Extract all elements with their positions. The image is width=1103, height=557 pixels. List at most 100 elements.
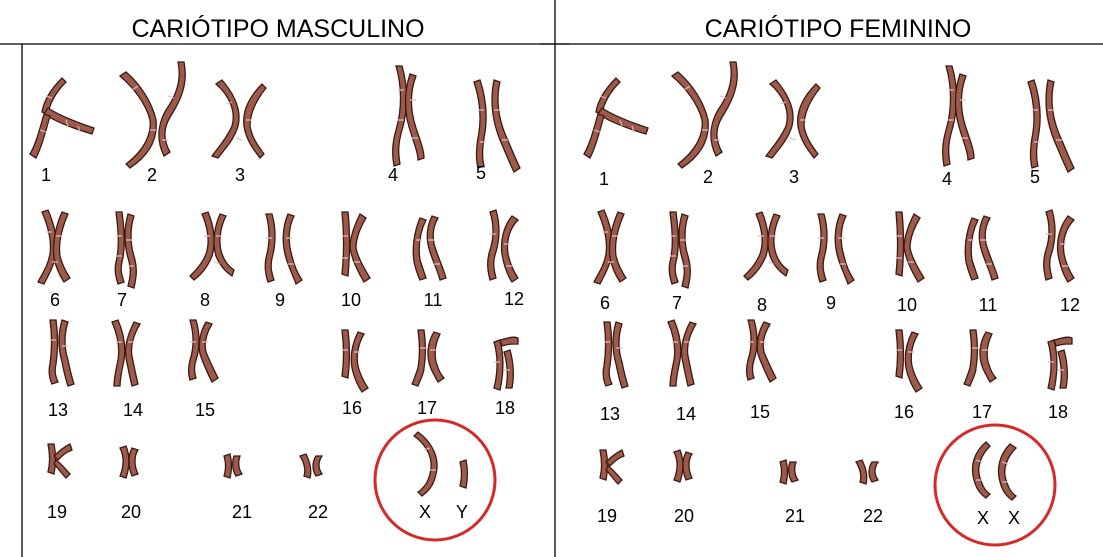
chromosome-9 (265, 214, 302, 284)
chromosome-10 (896, 212, 924, 282)
chromosome-label: 3 (789, 167, 799, 187)
chromosome-label-x: X (977, 508, 989, 528)
chromosome-7 (669, 212, 690, 288)
chromosome-label: 6 (50, 290, 60, 310)
chromosome-1 (30, 78, 94, 158)
chromosome-label: 1 (599, 169, 609, 189)
chromosome-label: 21 (785, 506, 805, 526)
chromosome-label: 5 (1030, 167, 1040, 187)
chromosome-label: 4 (942, 169, 952, 189)
chromosome-label: 8 (757, 295, 767, 315)
chromosome-17 (964, 330, 996, 386)
chromosome-19 (48, 444, 72, 478)
chromosome-label: 14 (123, 400, 143, 420)
chromosome-4 (393, 66, 424, 166)
chromosome-9 (817, 214, 854, 284)
chromosome-8 (744, 212, 788, 280)
chromosome-21 (780, 460, 798, 484)
chromosome-label: 19 (47, 502, 67, 522)
chromosome-label: 10 (897, 295, 917, 315)
chromosome-12 (488, 210, 518, 282)
chromosome-16 (896, 330, 922, 392)
chromosome-label: 22 (863, 506, 883, 526)
chromosome-label: 18 (1048, 402, 1068, 422)
chromosome-label: 1 (41, 165, 51, 185)
chromosome-label: 2 (703, 167, 713, 187)
chromosome-label-x: X (1008, 508, 1020, 528)
chromosome-y-male (460, 460, 468, 488)
chromosome-label: 20 (674, 506, 694, 526)
chromosome-label: 16 (894, 402, 914, 422)
chromosome-label: 15 (195, 400, 215, 420)
chromosome-label: 11 (979, 295, 998, 315)
chromosome-label: 13 (600, 404, 620, 424)
chromosome-12 (1044, 210, 1074, 282)
chromosome-label: 17 (417, 398, 437, 418)
chromosome-2 (120, 62, 185, 168)
chromosome-22 (300, 454, 322, 478)
chromosome-15 (189, 320, 219, 382)
chromosome-label: 9 (275, 290, 285, 310)
chromosome-3 (766, 80, 820, 158)
chromosome-7 (115, 212, 136, 288)
chromosome-19 (600, 450, 624, 484)
chromosome-label: 3 (235, 165, 245, 185)
labels-masculino: 1 2 3 4 5 6 7 8 9 10 11 12 13 14 15 16 1… (41, 163, 524, 522)
panel-title-masculino: CARIÓTIPO MASCULINO (131, 14, 424, 43)
chromosome-label: 5 (476, 163, 486, 183)
chromosome-label: 13 (48, 400, 68, 420)
chromosome-18 (494, 337, 518, 390)
chromosome-label: 6 (600, 293, 610, 313)
chromosome-label: 10 (341, 290, 361, 310)
chromosome-label: 9 (826, 293, 836, 313)
chromosome-2 (672, 62, 737, 168)
chromosome-11 (965, 216, 998, 280)
panel-title-feminino: CARIÓTIPO FEMININO (705, 14, 972, 43)
chromosome-label: 16 (342, 398, 362, 418)
chromosome-5 (1028, 80, 1074, 172)
chromosome-6 (594, 210, 626, 284)
chromosome-x-male (414, 432, 437, 496)
chromosome-x-female-a (973, 442, 991, 498)
chromosome-14 (668, 320, 696, 386)
chromosome-5 (474, 80, 520, 172)
chromosome-label: 7 (672, 293, 682, 313)
chromosome-label: 18 (495, 398, 515, 418)
chromosome-10 (342, 212, 370, 282)
chromosome-label: 4 (388, 165, 398, 185)
chromosome-20 (120, 446, 138, 478)
sex-chromosomes-circle-male (375, 420, 495, 540)
chromosome-x-female-b (998, 444, 1016, 500)
chromosome-14 (112, 320, 140, 386)
chromosome-label-y: Y (456, 502, 468, 522)
chromosome-label: 14 (676, 404, 696, 424)
chromosome-label: 21 (232, 502, 252, 522)
chromosome-label: 15 (750, 402, 770, 422)
chromosome-15 (747, 320, 777, 382)
chromosome-22 (856, 460, 878, 484)
chromosome-label-x: X (419, 502, 431, 522)
chromosome-label: 19 (597, 506, 617, 526)
chromosome-label: 20 (121, 502, 141, 522)
chromosome-13 (49, 320, 74, 386)
chromosome-11 (413, 216, 446, 280)
chromosome-label: 2 (147, 165, 157, 185)
chromosome-13 (603, 322, 628, 388)
chromosome-17 (412, 330, 444, 386)
chromosome-label: 12 (504, 289, 524, 309)
sex-chromosomes-circle-female (935, 425, 1055, 545)
chromosome-8 (190, 212, 234, 280)
chromosome-label: 17 (972, 402, 992, 422)
chromosome-18 (1048, 337, 1072, 390)
chromosome-6 (38, 210, 70, 284)
chromosome-16 (342, 330, 368, 392)
chromosome-label: 7 (117, 290, 127, 310)
chromosome-label: 11 (424, 290, 443, 310)
chromosome-label: 22 (308, 502, 328, 522)
chromosome-label: 12 (1060, 295, 1080, 315)
chromosome-20 (674, 450, 692, 482)
chromosome-21 (224, 454, 242, 478)
chromosome-label: 8 (200, 290, 210, 310)
chromosome-1 (584, 78, 648, 158)
